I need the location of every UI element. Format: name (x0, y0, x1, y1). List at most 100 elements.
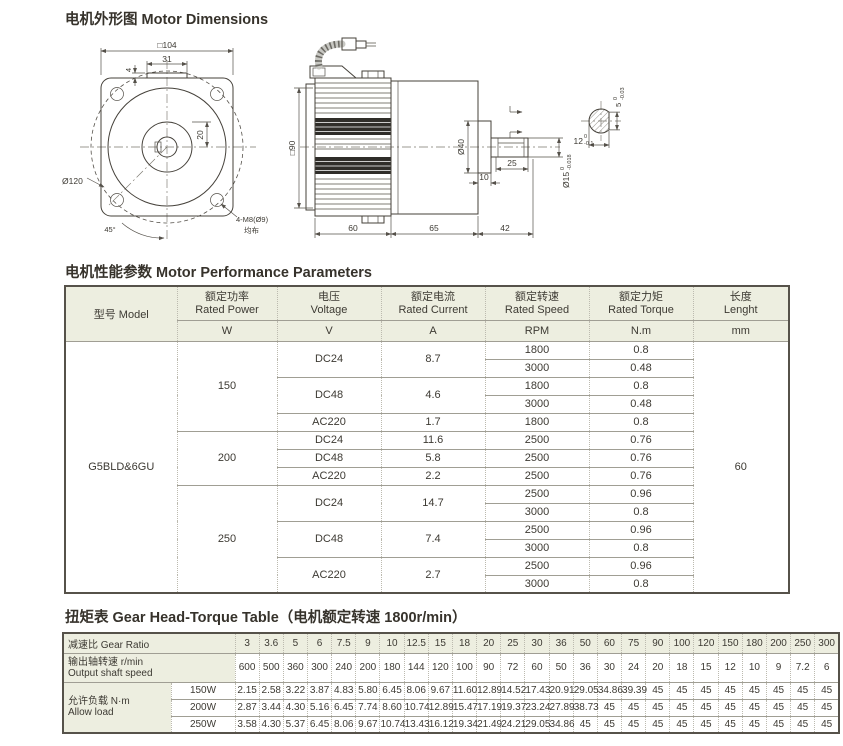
load-power-label: 250W (170, 715, 236, 734)
header-rated-power-cn: 额定功率 (205, 290, 249, 303)
torque-cell: 0.48 (588, 394, 694, 414)
torque-cell: 0.76 (588, 466, 694, 486)
side-dim-gear-len: 65 (429, 223, 439, 233)
header-rated-current-en: Rated Current (398, 303, 468, 316)
header-rated-torque: 额定力矩 Rated Torque (588, 285, 694, 321)
voltage-cell: DC24 (276, 430, 382, 450)
load-value-cell: 2.58 (258, 681, 284, 700)
voltage-cell: DC48 (276, 376, 382, 414)
load-value-cell: 8.06 (331, 715, 357, 734)
power-cell: 250 (176, 484, 278, 594)
load-value-cell: 34.86 (548, 715, 575, 734)
load-value-cell: 10.74 (379, 715, 405, 734)
motor-dimension-drawing: □104 31 4 20 Ø120 4-M8(Ø9) 均布 45° (62, 37, 626, 241)
load-value-cell: 23.24 (524, 698, 550, 717)
output-speed-cell: 6 (814, 652, 840, 683)
load-value-cell: 3.22 (282, 681, 308, 700)
load-value-cell: 45 (669, 715, 695, 734)
gear-ratio-cell: 10 (379, 632, 405, 654)
header-rated-current-cn: 额定电流 (411, 290, 455, 303)
torque-cell: 0.48 (588, 358, 694, 378)
gear-ratio-cell: 180 (741, 632, 767, 654)
current-cell: 7.4 (380, 520, 486, 558)
output-speed-cell: 180 (379, 652, 405, 683)
load-value-cell: 21.49 (476, 715, 502, 734)
load-value-cell: 45 (693, 681, 719, 700)
header-rated-torque-cn: 额定力矩 (619, 290, 663, 303)
load-value-cell: 45 (693, 698, 719, 717)
output-speed-cell: 18 (669, 652, 695, 683)
output-speed-cell: 600 (234, 652, 260, 683)
load-value-cell: 4.83 (331, 681, 357, 700)
side-dim-step: 10 (479, 172, 489, 182)
load-value-cell: 2.87 (234, 698, 260, 717)
output-speed-cell: 36 (572, 652, 598, 683)
section-dim-flat-tol-upper: 0 (613, 97, 619, 100)
rpm-cell: 1800 (484, 412, 590, 432)
load-value-cell: 16.12 (427, 715, 454, 734)
unit-speed: RPM (484, 319, 590, 342)
rpm-cell: 2500 (484, 556, 590, 576)
unit-length: mm (692, 319, 790, 342)
voltage-cell: AC220 (276, 556, 382, 594)
load-value-cell: 45 (814, 681, 840, 700)
gear-ratio-cell: 6 (306, 632, 333, 654)
side-dim-motor-len: 60 (348, 223, 358, 233)
rpm-cell: 3000 (484, 358, 590, 378)
front-dim-holes: 4-M8(Ø9) (236, 215, 269, 224)
rpm-cell: 3000 (484, 502, 590, 522)
header-rated-speed-cn: 额定转速 (515, 290, 559, 303)
torque-cell: 0.8 (588, 574, 694, 594)
output-speed-cell: 15 (693, 652, 719, 683)
load-value-cell: 17.43 (524, 681, 550, 700)
current-cell: 2.2 (380, 466, 486, 486)
torque-cell: 0.96 (588, 520, 694, 540)
load-value-cell: 45 (765, 681, 792, 700)
gear-ratio-cell: 20 (476, 632, 502, 654)
gear-ratio-label: 减速比 Gear Ratio (62, 632, 236, 654)
side-dim-shaft-total: 42 (500, 223, 510, 233)
load-value-cell: 45 (790, 715, 816, 734)
torque-cell: 0.96 (588, 484, 694, 504)
output-speed-cell: 9 (765, 652, 792, 683)
load-value-cell: 12.89 (476, 681, 502, 700)
output-speed-cell: 12 (717, 652, 743, 683)
load-value-cell: 45 (717, 681, 743, 700)
gear-ratio-cell: 60 (596, 632, 623, 654)
load-value-cell: 45 (645, 698, 671, 717)
torque-cell: 0.8 (588, 340, 694, 360)
output-speed-cell: 50 (548, 652, 574, 683)
header-rated-power-en: Rated Power (195, 303, 259, 316)
gear-ratio-cell: 12.5 (403, 632, 429, 654)
gear-ratio-cell: 18 (451, 632, 478, 654)
header-length: 长度 Lenght (692, 285, 790, 321)
side-dim-shaft-dia: Ø15 (561, 172, 571, 188)
output-speed-cell: 360 (282, 652, 308, 683)
header-voltage: 电压 Voltage (276, 285, 382, 321)
torque-cell: 0.8 (588, 376, 694, 396)
header-model: 型号 Model (64, 285, 178, 342)
output-speed-cell: 90 (476, 652, 502, 683)
header-length-cn: 长度 (729, 290, 752, 303)
side-dim-shaft-len: 25 (507, 158, 517, 168)
gear-ratio-cell: 15 (427, 632, 453, 654)
load-value-cell: 15.47 (451, 698, 478, 717)
load-value-cell: 45 (621, 715, 647, 734)
output-speed-cell: 10 (741, 652, 767, 683)
output-speed-cell: 240 (331, 652, 357, 683)
shaft-section-view: 5 0 -0.03 12 0 -0.1 (574, 87, 626, 148)
section-dim-width-tol-upper: 0 (584, 134, 587, 140)
rpm-cell: 3000 (484, 394, 590, 414)
load-value-cell: 45 (596, 698, 623, 717)
load-value-cell: 10.74 (403, 698, 430, 717)
torque-cell: 0.8 (588, 502, 694, 522)
load-value-cell: 45 (669, 681, 695, 700)
load-value-cell: 45 (790, 698, 816, 717)
load-value-cell: 9.67 (355, 715, 381, 734)
output-speed-cell: 72 (500, 652, 526, 683)
